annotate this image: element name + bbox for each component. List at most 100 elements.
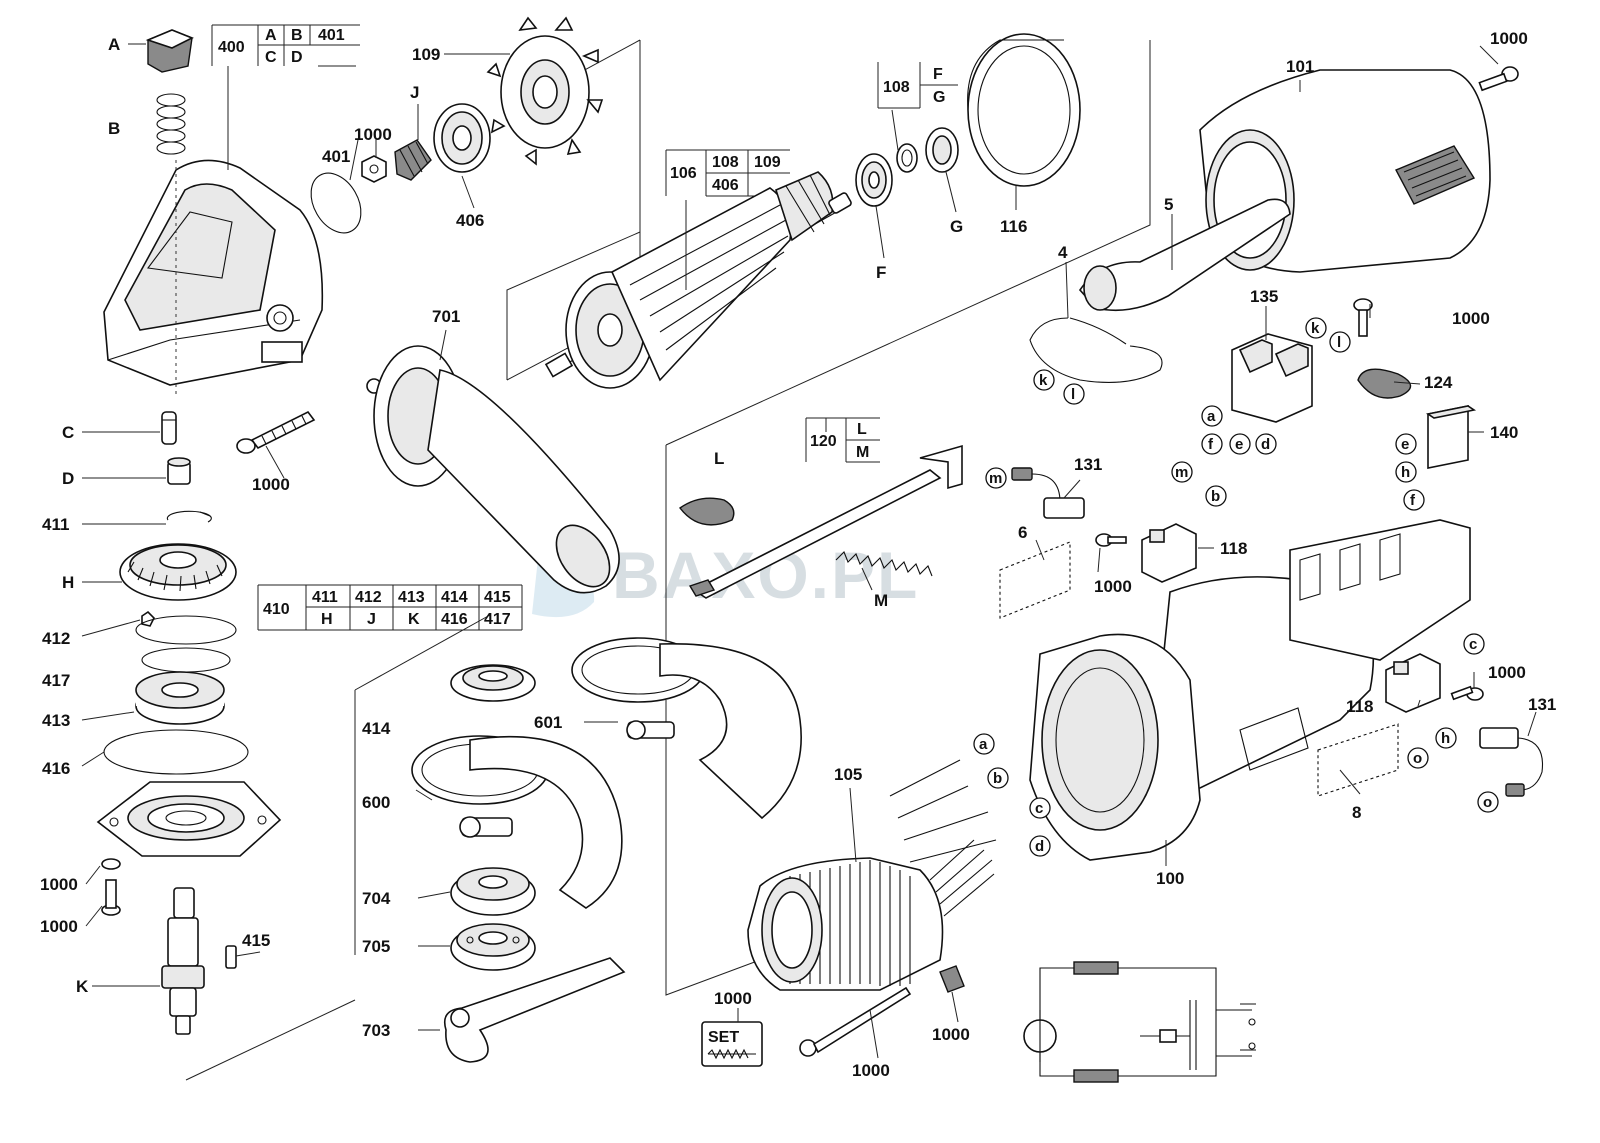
connector-b-stator: b [987, 767, 1009, 789]
connector-o-holder: o [1407, 747, 1429, 769]
table-120: 120 L M [805, 417, 880, 463]
connector-d-stator: d [1029, 835, 1051, 857]
table-410-cell: 411 [312, 589, 338, 606]
label-116: 116 [1000, 217, 1027, 236]
table-410-cell: 413 [398, 589, 425, 606]
label-1000-nut: 1000 [354, 125, 392, 144]
connector-m-brush: m [985, 467, 1007, 489]
connector-k-switch: k [1305, 317, 1327, 339]
label-1000-switch-screw: 1000 [1452, 309, 1490, 328]
label-6: 6 [1018, 523, 1027, 542]
label-1000-long-screw: 1000 [852, 1061, 890, 1080]
label-704: 704 [362, 889, 391, 908]
part-k-spindle [161, 887, 205, 1035]
svg-text:e: e [1235, 436, 1243, 453]
label-124: 124 [1424, 373, 1453, 392]
connector-b-holder: b [1205, 485, 1227, 507]
table-400-cell: A [265, 27, 277, 44]
part-1000-nut [361, 155, 387, 183]
part-1000-washer [101, 858, 121, 870]
part-401-o-ring [310, 172, 362, 234]
part-f-bearing [855, 153, 893, 207]
table-410-cell: K [408, 611, 420, 628]
table-106-id: 106 [670, 165, 697, 182]
connector-c-holder: c [1463, 633, 1485, 655]
part-701-aux-handle [366, 345, 620, 594]
part-135-switch [1231, 333, 1313, 423]
part-1000-screw-right [1450, 685, 1484, 701]
label-412: 412 [42, 629, 70, 648]
connector-l-cable: l [1063, 383, 1085, 405]
part-116-air-guide [967, 33, 1081, 187]
label-j: J [410, 83, 419, 102]
svg-text:l: l [1337, 334, 1341, 351]
part-1000-cable-clip [939, 965, 965, 993]
svg-text:l: l [1071, 386, 1075, 403]
table-400-cell: B [291, 27, 303, 44]
label-415: 415 [242, 931, 270, 950]
svg-text:a: a [979, 736, 988, 753]
part-a-button [145, 29, 194, 73]
label-h: H [62, 573, 74, 592]
part-601-guard [571, 637, 802, 820]
part-109-fan [486, 16, 604, 166]
wiring-schematic [1023, 961, 1256, 1083]
label-4: 4 [1058, 243, 1068, 262]
part-1000-long-screw [799, 986, 912, 1057]
label-b: B [108, 119, 120, 138]
part-100-motor-housing [1029, 519, 1471, 861]
part-5-side-handle [1078, 198, 1291, 312]
label-416: 416 [42, 759, 70, 778]
svg-text:d: d [1035, 838, 1044, 855]
svg-text:b: b [993, 770, 1002, 787]
table-108-id: 108 [883, 79, 910, 96]
part-415-key [225, 945, 237, 969]
label-109: 109 [412, 45, 440, 64]
label-1000-washer: 1000 [40, 875, 78, 894]
connector-e-capacitor: e [1395, 433, 1417, 455]
connector-f-capacitor: f [1403, 489, 1425, 511]
part-8-label [1317, 723, 1399, 797]
part-412-key [141, 610, 155, 627]
table-410-cell: 412 [355, 589, 382, 606]
svg-text:d: d [1261, 436, 1270, 453]
part-705-clamping-nut [450, 923, 536, 971]
connector-h-capacitor: h [1395, 461, 1417, 483]
connector-d-switch: d [1255, 433, 1277, 455]
part-c-pin [161, 411, 177, 445]
svg-text:f: f [1208, 436, 1214, 453]
connector-m-holder: m [1171, 461, 1193, 483]
label-131-top: 131 [1074, 455, 1102, 474]
part-108-ring [896, 143, 918, 173]
part-120-switch-rod [688, 444, 963, 599]
part-414-flange [450, 664, 536, 702]
label-1000-clip: 1000 [932, 1025, 970, 1044]
label-1000-right: 1000 [1488, 663, 1526, 682]
table-108-cell: G [933, 89, 945, 106]
label-140: 140 [1490, 423, 1518, 442]
table-400-cell: C [265, 49, 277, 66]
label-105: 105 [834, 765, 862, 784]
part-413-bearing [135, 671, 225, 725]
svg-text:k: k [1039, 372, 1048, 389]
label-d: D [62, 469, 74, 488]
part-124-slider [1357, 368, 1412, 399]
label-413: 413 [42, 711, 70, 730]
connector-markers: k l k l a f e d e h f m m b c o h o a b … [973, 317, 1499, 857]
table-410-id: 410 [263, 601, 290, 618]
label-1000-mid: 1000 [1094, 577, 1132, 596]
stator-wires [889, 759, 997, 863]
label-c: C [62, 423, 74, 442]
svg-text:h: h [1441, 730, 1450, 747]
part-1000-screw-top [1478, 66, 1519, 92]
label-1000-top: 1000 [1490, 29, 1528, 48]
label-118-top: 118 [1220, 539, 1247, 558]
part-l-button [678, 497, 735, 526]
label-m: M [874, 591, 888, 610]
part-h-bevel-gear [119, 543, 237, 601]
label-g: G [950, 217, 963, 236]
part-d-sleeve [167, 457, 191, 485]
part-600-guard [411, 735, 623, 909]
label-100: 100 [1156, 869, 1184, 888]
